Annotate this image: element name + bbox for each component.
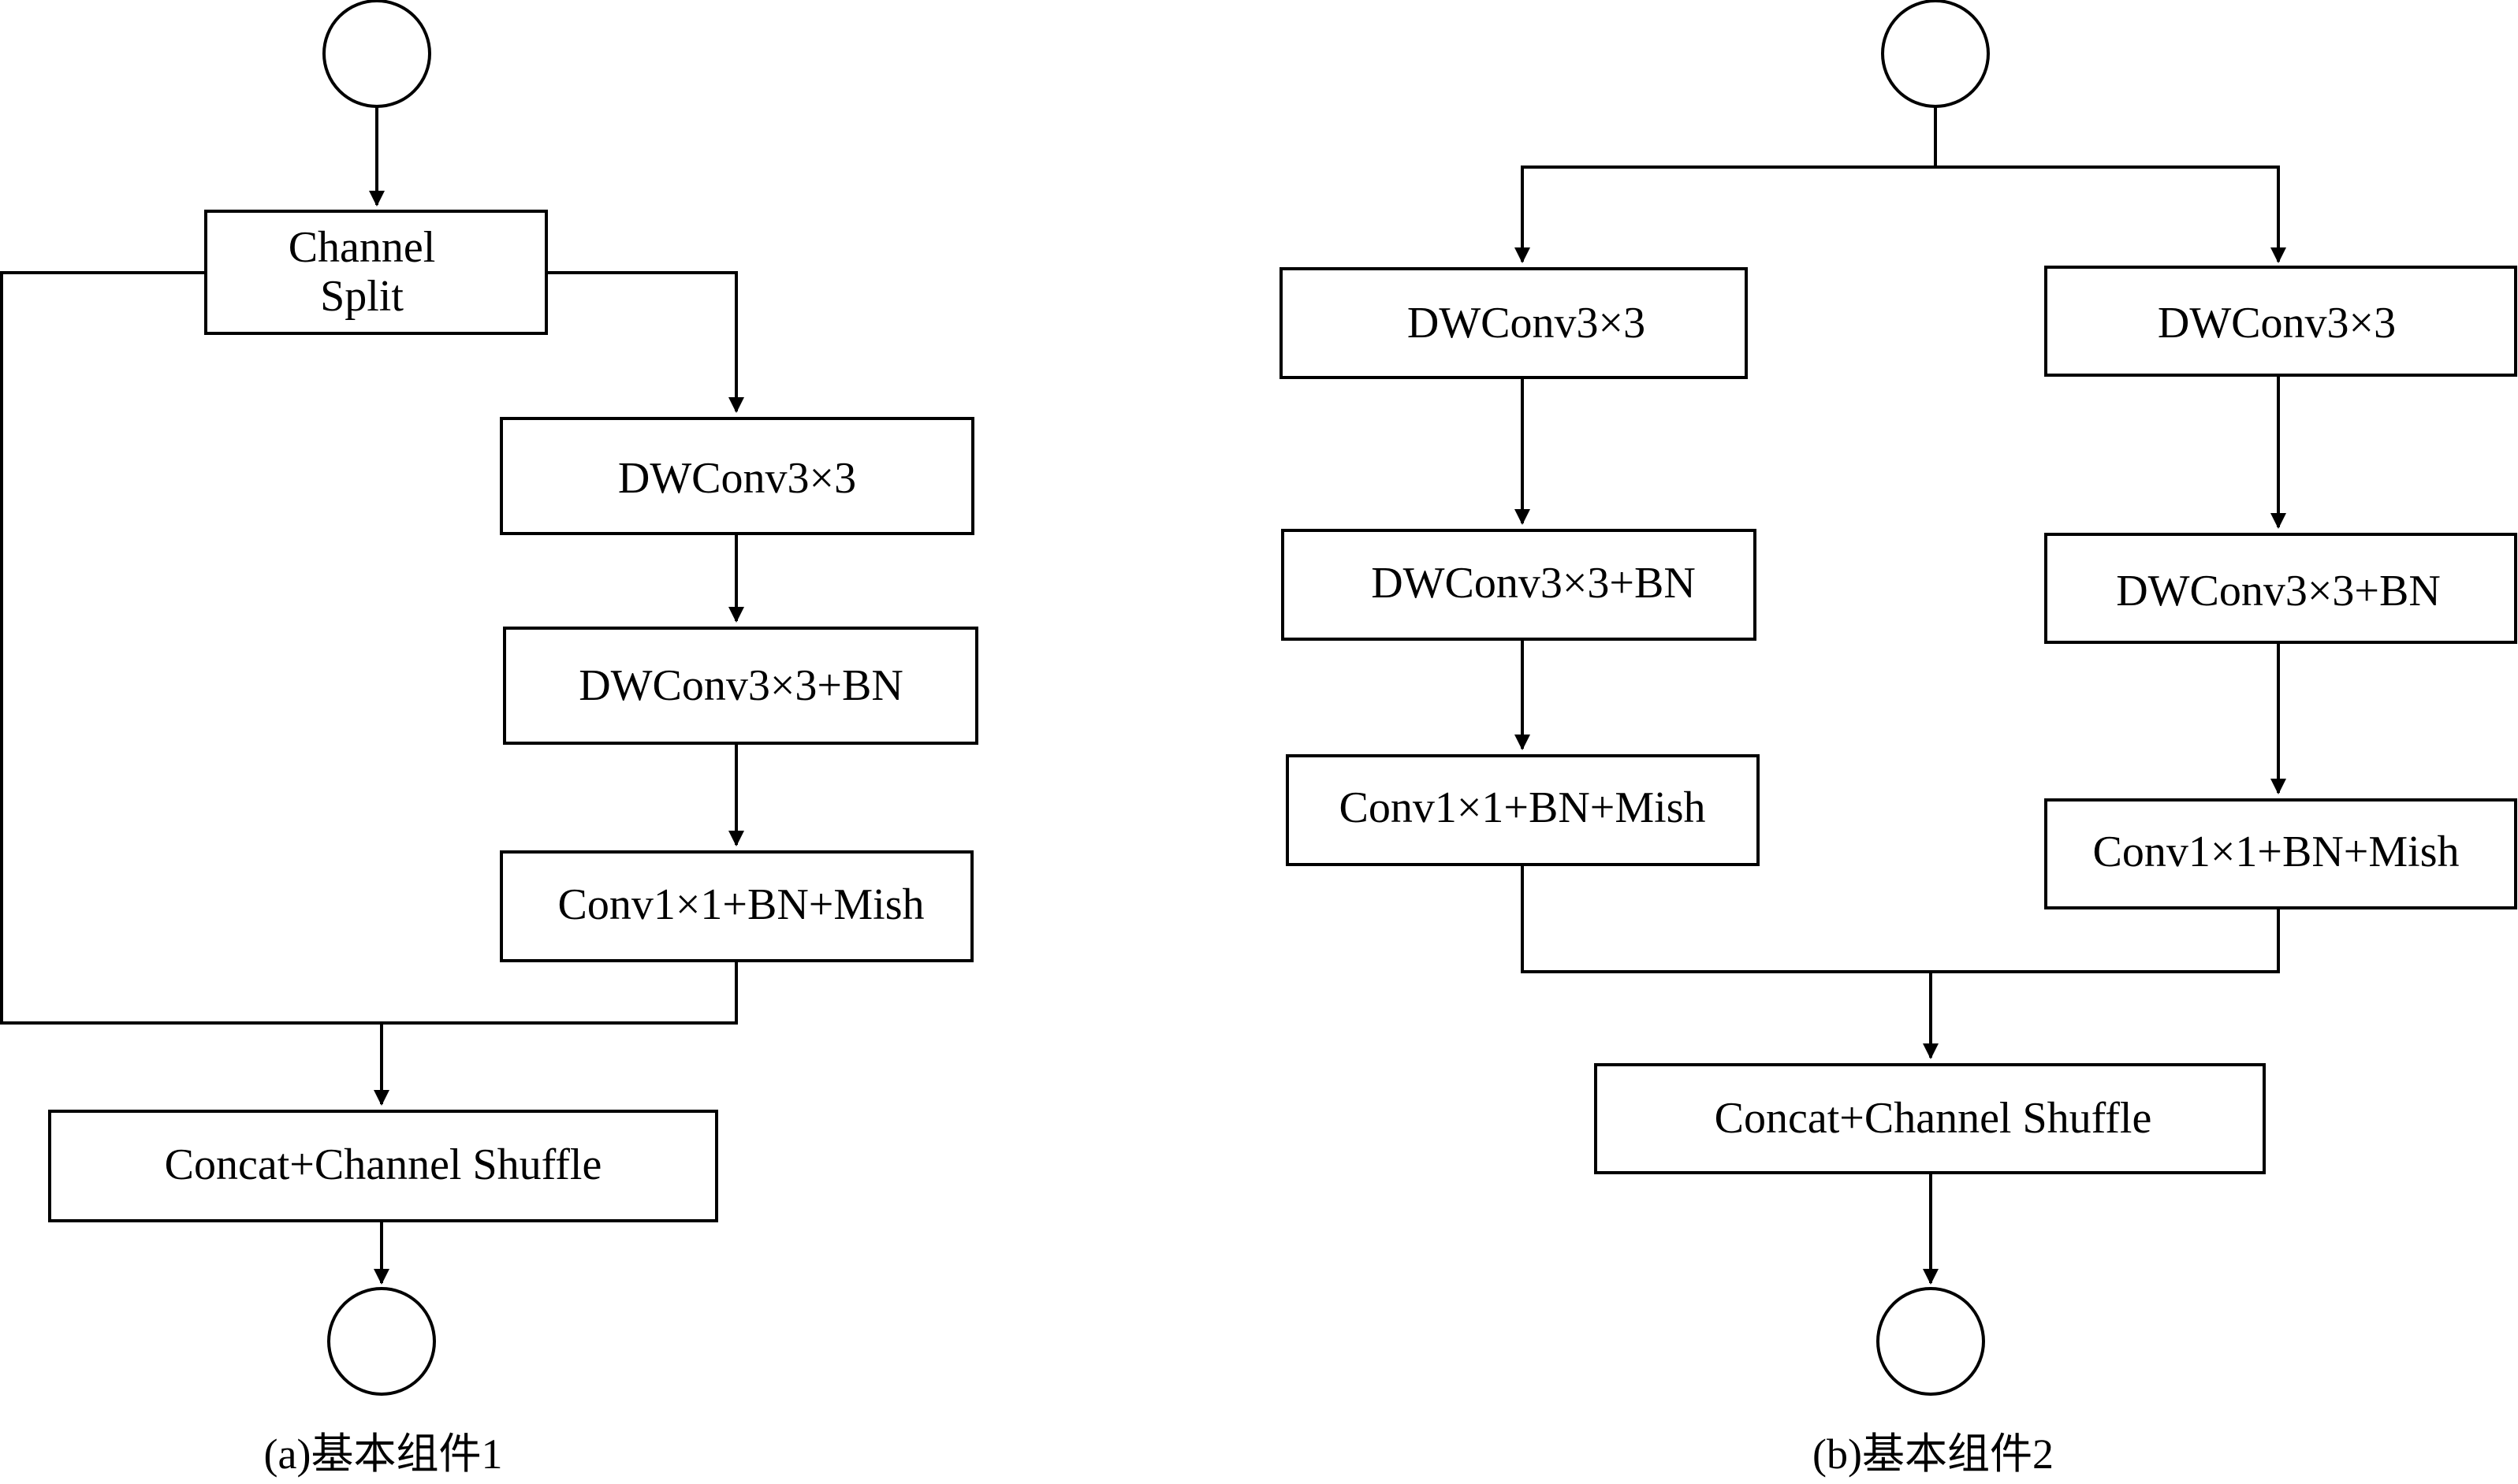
- b-left-conv-bn-mish-label: Conv1×1+BN+Mish: [1339, 783, 1705, 832]
- a-concat-shuffle-box: [48, 1110, 718, 1222]
- b-right-dwconv-bn-box: [2044, 533, 2517, 644]
- a-input-node: [322, 0, 431, 108]
- a-dwconv-bn-box: [503, 627, 978, 745]
- b-left-dwconv-label: DWConv3×3: [1407, 299, 1645, 348]
- b-output-node: [1876, 1287, 1985, 1396]
- b-arrow-input-to-right: [1935, 166, 2286, 263]
- b-right-dwconv-box: [2044, 266, 2517, 377]
- b-arrow-input-to-left: [1514, 106, 1937, 263]
- a-output-node: [327, 1287, 436, 1396]
- b-right-conv-bn-mish-box: [2044, 798, 2517, 909]
- a-arrow-split-to-dwconv: [546, 271, 744, 413]
- diagram-b: DWConv3×3 DWConv3×3+BN Conv1×1+BN+Mish D…: [1279, 0, 2517, 1478]
- a-concat-shuffle-label: Concat+Channel Shuffle: [165, 1140, 602, 1189]
- b-concat-shuffle-label: Concat+Channel Shuffle: [1715, 1094, 2152, 1143]
- b-left-dwconv-bn-box: [1281, 529, 1756, 641]
- b-right-dwconv-bn-label: DWConv3×3+BN: [2116, 567, 2441, 616]
- b-caption: (b)基本组件2: [1812, 1430, 2054, 1478]
- a-dwconv-box: [500, 417, 974, 535]
- a-dwconv-label: DWConv3×3: [618, 454, 856, 503]
- a-dwconv-bn-label: DWConv3×3+BN: [579, 661, 903, 710]
- b-input-node: [1881, 0, 1990, 108]
- a-channel-split-label-2: Split: [320, 272, 404, 321]
- b-left-conv-bn-mish-box: [1286, 754, 1760, 866]
- b-left-dwconv-bn-label: DWConv3×3+BN: [1371, 559, 1696, 608]
- b-concat-shuffle-box: [1594, 1063, 2266, 1174]
- b-left-dwconv-box: [1279, 267, 1748, 379]
- a-conv-bn-mish-label: Conv1×1+BN+Mish: [557, 880, 924, 929]
- a-shortcut-path: [0, 271, 738, 1025]
- diagram-a: Channel Split DWConv3×3 DWConv3×3+BN Con…: [0, 0, 978, 1478]
- a-caption: (a)基本组件1: [264, 1430, 503, 1478]
- b-right-dwconv-label: DWConv3×3: [2158, 299, 2396, 348]
- a-channel-split-label-1: Channel: [289, 223, 436, 272]
- b-right-conv-bn-mish-label: Conv1×1+BN+Mish: [2092, 828, 2459, 876]
- b-merge-path: [1521, 865, 2280, 973]
